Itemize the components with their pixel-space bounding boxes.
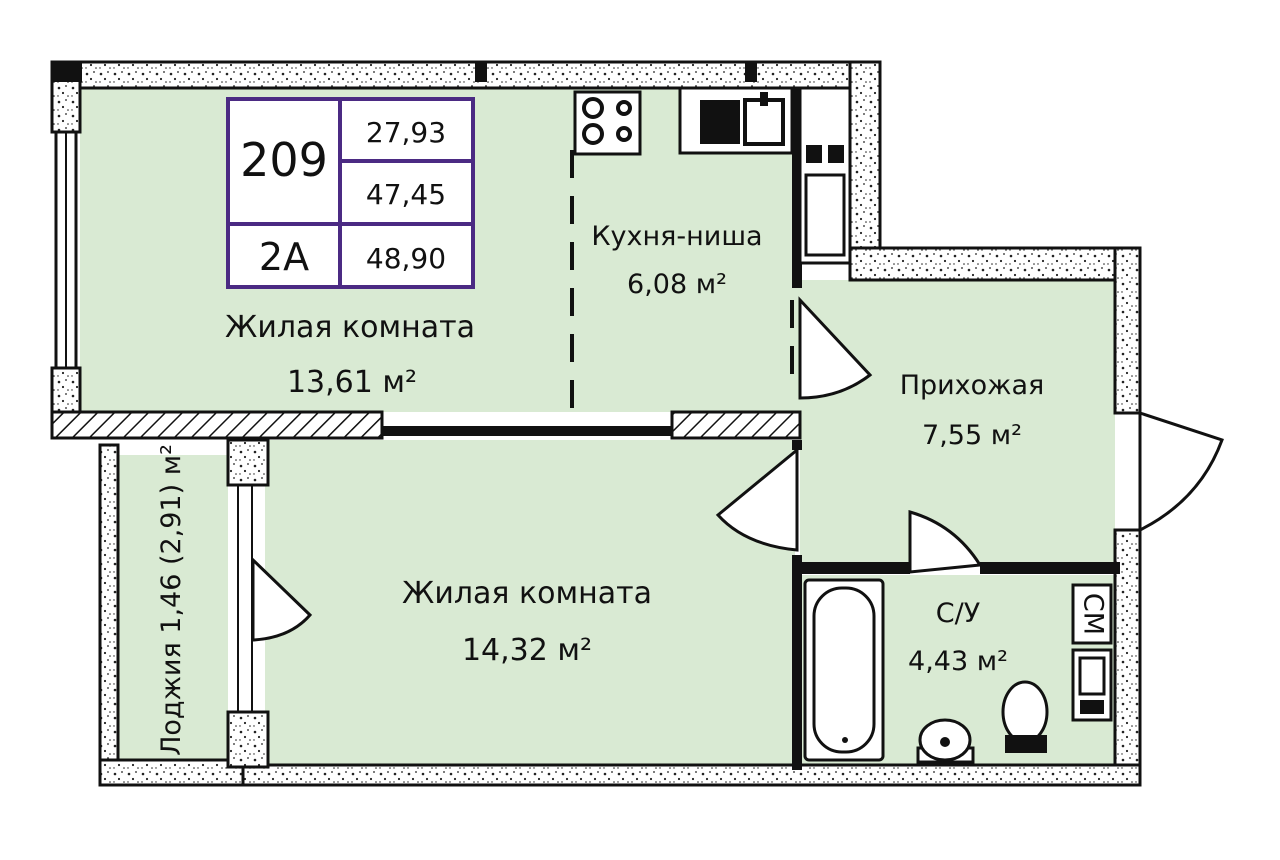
door-kitchen-hall[interactable] xyxy=(798,296,873,400)
washing-machine-label: СМ xyxy=(1078,593,1109,635)
partition-living1-bottom-a xyxy=(50,410,384,440)
wall-loggia-left xyxy=(98,443,120,767)
partition-living-mid xyxy=(382,426,672,436)
bathroom-name: С/У xyxy=(936,598,980,629)
area-total: 47,45 xyxy=(366,178,446,211)
partition-hall-left-lower xyxy=(792,440,802,450)
washbasin-icon xyxy=(916,718,975,764)
kitchen-niche-area: 6,08 м² xyxy=(627,269,727,300)
ventilation-shaft-icon xyxy=(798,86,852,265)
door-bathroom[interactable] xyxy=(908,510,983,574)
boiler-icon xyxy=(1071,648,1113,722)
partition-bath-top-b xyxy=(980,562,1120,574)
partition-loggia-lower xyxy=(226,710,270,769)
area-with-loggia: 48,90 xyxy=(366,242,446,275)
door-entrance[interactable] xyxy=(1138,410,1224,533)
partition-kitchen-hall xyxy=(792,88,802,288)
wall-hall-top xyxy=(848,246,1140,282)
apartment-badge: 209 2A 27,93 47,45 48,90 xyxy=(226,97,475,289)
wall-top-accent-2 xyxy=(475,62,487,82)
hallway-floor xyxy=(800,280,1115,562)
wall-top-accent-3 xyxy=(745,62,757,82)
kitchen-sink-icon xyxy=(678,86,794,155)
wall-right-upper xyxy=(1113,246,1142,415)
bathtub-icon xyxy=(803,578,885,762)
door-loggia[interactable] xyxy=(251,556,313,642)
area-living: 27,93 xyxy=(366,116,446,149)
kitchen-niche-name: Кухня-ниша xyxy=(591,221,762,252)
living-room-2-area: 14,32 м² xyxy=(462,633,592,668)
partition-bath-left xyxy=(792,555,802,770)
hallway-area: 7,55 м² xyxy=(922,420,1022,451)
living-room-2-name: Жилая комната xyxy=(402,576,652,611)
living-room-1-name: Жилая комната xyxy=(225,310,475,345)
apartment-type: 2A xyxy=(259,235,309,279)
loggia-label: Лоджия 1,46 (2,91) м² xyxy=(156,444,187,756)
wall-top-accent-1 xyxy=(52,62,82,82)
loggia-floor xyxy=(118,455,228,762)
door-hall-living2[interactable] xyxy=(715,446,799,552)
apartment-number: 209 xyxy=(240,133,328,187)
washing-machine-icon: СМ xyxy=(1071,583,1113,645)
partition-living1-bottom-b xyxy=(670,410,802,440)
living-room-2-floor xyxy=(265,440,795,765)
stove-icon xyxy=(573,90,642,156)
partition-loggia-upper xyxy=(226,438,270,487)
wall-loggia-bottom xyxy=(98,758,245,787)
partition-bath-top-a xyxy=(800,562,910,574)
bathroom-area: 4,43 м² xyxy=(908,646,1008,677)
wall-bottom xyxy=(241,763,1142,787)
toilet-icon xyxy=(1001,680,1049,753)
wall-right-top xyxy=(848,60,882,264)
hallway-name: Прихожая xyxy=(900,370,1045,401)
living-room-1-area: 13,61 м² xyxy=(287,365,417,400)
